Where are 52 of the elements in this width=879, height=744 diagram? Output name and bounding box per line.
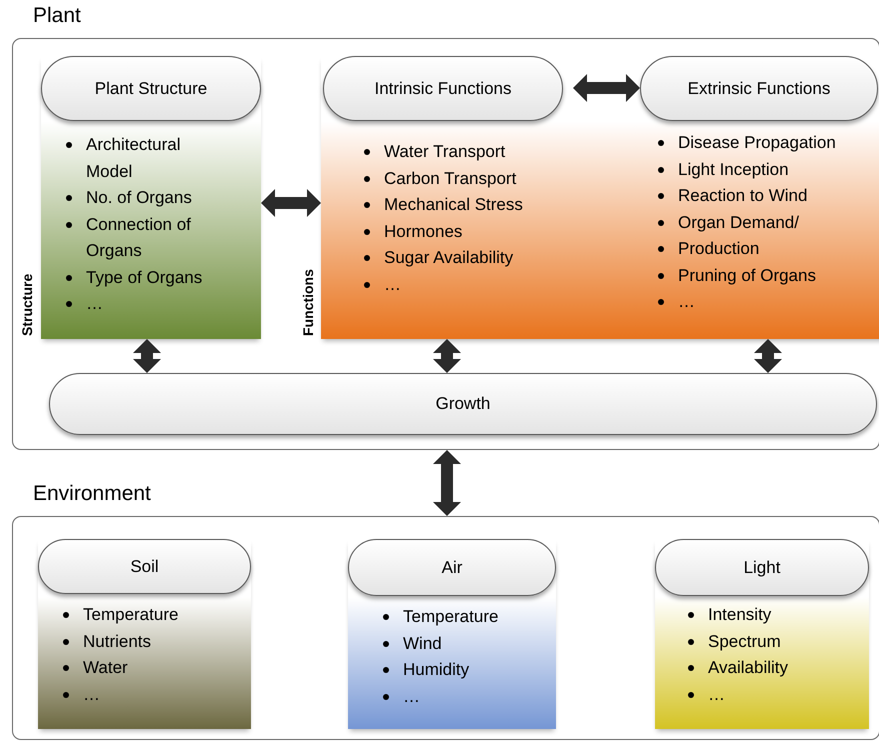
- list-item: Organ Demand/: [678, 212, 800, 234]
- list-item: …: [708, 684, 726, 706]
- list-item: …: [384, 274, 402, 296]
- list-item: Wind: [403, 632, 443, 654]
- list-item: Type of Organs: [86, 266, 204, 288]
- double-arrow: [573, 74, 640, 102]
- group-title: Plant: [33, 4, 81, 28]
- list-item: Architectural Model: [86, 134, 182, 182]
- double-arrow: [261, 189, 321, 217]
- panel: [321, 56, 879, 339]
- double-arrow: [754, 339, 782, 373]
- card: [41, 56, 261, 339]
- growth-pill: Growth: [49, 373, 877, 435]
- list-item: …: [83, 684, 101, 706]
- list-item: Carbon Transport: [384, 168, 518, 190]
- card: [655, 539, 869, 729]
- list-item: Temperature: [83, 604, 178, 626]
- double-arrow: [433, 339, 461, 373]
- list-item: Production: [678, 238, 760, 260]
- list-item: Intensity: [708, 604, 772, 626]
- double-arrow: [433, 450, 461, 516]
- list-item: Hormones: [384, 220, 464, 242]
- list-item: Availability: [708, 657, 788, 679]
- list-item: Water: [83, 657, 129, 679]
- double-arrow: [133, 339, 161, 373]
- list-item: Pruning of Organs: [678, 264, 817, 286]
- list-item: Temperature: [403, 606, 498, 628]
- card: [38, 539, 251, 729]
- list-item: …: [678, 291, 696, 313]
- card-header: Air: [348, 539, 556, 596]
- list-item: No. of Organs: [86, 187, 193, 209]
- side-label: Structure: [19, 274, 35, 336]
- list-item: Nutrients: [83, 630, 152, 652]
- card-header: Light: [655, 539, 869, 596]
- list-item: …: [86, 293, 104, 315]
- list-item: Water Transport: [384, 141, 506, 163]
- list-item: Sugar Availability: [384, 247, 514, 269]
- side-label: Functions: [300, 269, 316, 336]
- card-header: Extrinsic Functions: [640, 56, 878, 121]
- list-item: …: [403, 686, 421, 708]
- card: [348, 539, 556, 729]
- list-item: Connection of Organs: [86, 214, 192, 262]
- card-header: Plant Structure: [41, 56, 261, 121]
- list-item: Spectrum: [708, 630, 782, 652]
- list-item: Light Inception: [678, 158, 790, 180]
- group-title: Environment: [33, 482, 151, 506]
- list-item: Humidity: [403, 659, 470, 681]
- list-item: Reaction to Wind: [678, 185, 808, 207]
- list-item: Disease Propagation: [678, 132, 836, 154]
- list-item: Mechanical Stress: [384, 194, 523, 216]
- card-header: Soil: [38, 539, 251, 594]
- card-header: Intrinsic Functions: [323, 56, 563, 121]
